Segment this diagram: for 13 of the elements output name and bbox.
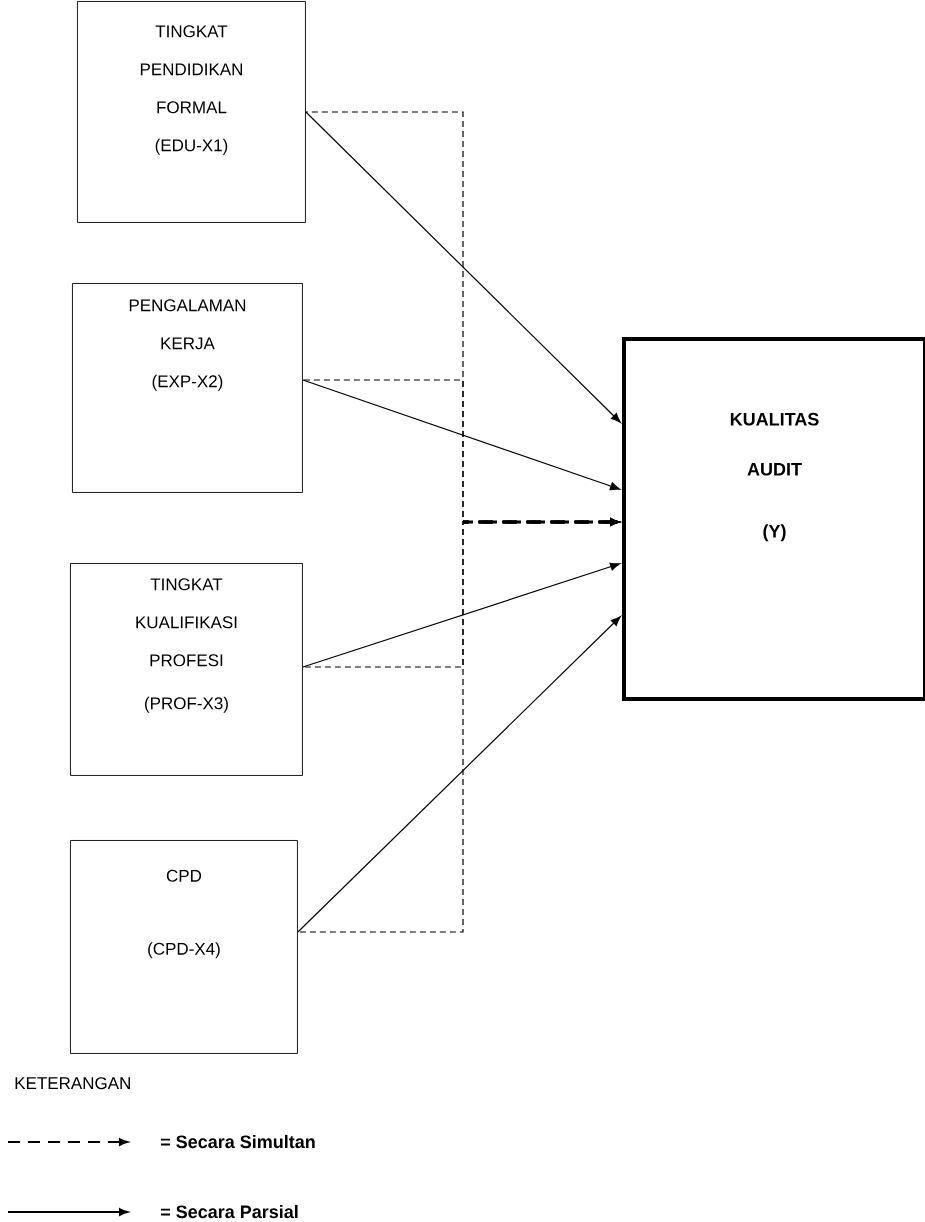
legend-heading: KETERANGAN (15, 1077, 130, 1090)
variable-box: CPD (CPD-X4) (70, 840, 298, 1054)
arrow (297, 616, 621, 933)
dashed-arrow (297, 518, 619, 933)
outcome-box: KUALITAS AUDIT (Y) (622, 337, 925, 701)
legend-text: = Secara Simultan (160, 1134, 315, 1149)
arrow (302, 379, 621, 491)
variable-box: PENGALAMAN KERJA (EXP-X2) (72, 283, 303, 493)
legend-text: = Secara Parsial (160, 1204, 298, 1219)
variable-box: TINGKAT PENDIDIKAN FORMAL (EDU-X1) (77, 1, 306, 223)
arrow (305, 111, 621, 423)
variable-box: TINGKAT KUALIFIKASI PROFESI (PROF-X3) (70, 563, 303, 776)
arrow (302, 562, 621, 668)
